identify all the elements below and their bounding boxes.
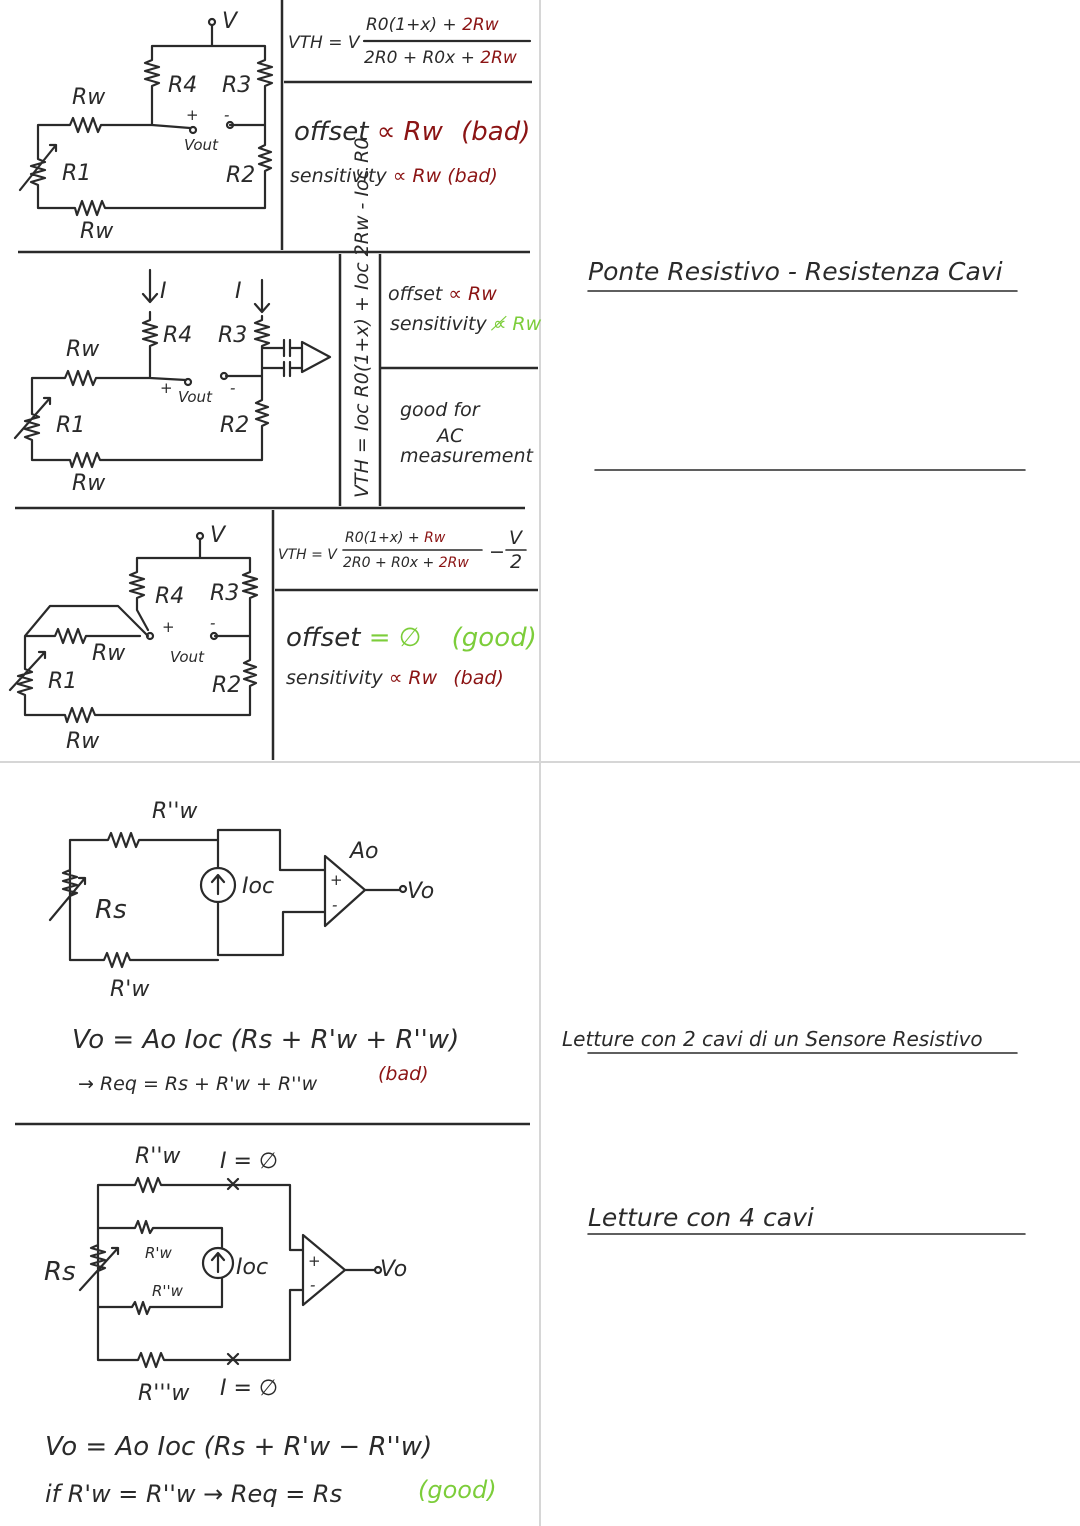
svg-text:V: V	[210, 523, 227, 548]
title-four-wire: Letture con 4 cavi	[587, 1203, 1026, 1235]
svg-text:V: V	[222, 9, 239, 34]
svg-text:Vo = Ao Ioc (Rs + R'w − R''w): Vo = Ao Ioc (Rs + R'w − R''w)	[45, 1432, 432, 1462]
svg-text:R3: R3	[210, 581, 239, 606]
svg-text:-: -	[210, 614, 215, 632]
svg-text:AC: AC	[435, 425, 464, 447]
svg-text:R1: R1	[48, 669, 77, 694]
svg-text:Ioc: Ioc	[236, 1255, 268, 1280]
svg-text:R3: R3	[218, 323, 247, 348]
section2-notes: offset ∝ Rw sensitivity ∝̸ Rw good for A…	[388, 283, 542, 467]
section1-dividers	[18, 0, 532, 254]
svg-text:Ao: Ao	[348, 839, 379, 864]
svg-text:+: +	[330, 871, 343, 889]
svg-text:+: +	[308, 1252, 321, 1270]
svg-text:2: 2	[510, 551, 522, 573]
svg-text:VTH = V: VTH = V	[278, 547, 338, 563]
svg-text:2R0 + R0x + 2Rw: 2R0 + R0x + 2Rw	[364, 48, 517, 68]
svg-text:good for: good for	[400, 399, 481, 421]
section1-formula: VTH = V R0(1+x) + 2Rw 2R0 + R0x + 2Rw	[288, 15, 532, 68]
section3-formula: VTH = V R0(1+x) + Rw 2R0 + R0x + 2Rw − V…	[278, 527, 527, 573]
svg-text:offset = ∅ (good): offset = ∅ (good)	[286, 623, 537, 653]
svg-text:I: I	[160, 279, 167, 304]
svg-text:2R0 + R0x + 2Rw: 2R0 + R0x + 2Rw	[343, 555, 469, 571]
svg-text:Ponte Resistivo - Resistenza C: Ponte Resistivo - Resistenza Cavi	[588, 257, 1003, 286]
svg-text:Vout: Vout	[178, 388, 213, 406]
svg-text:(good): (good)	[418, 1476, 497, 1504]
svg-text:Letture con 2 cavi di un Senso: Letture con 2 cavi di un Sensore Resisti…	[562, 1027, 983, 1051]
section1-notes: offset ∝ Rw (bad) sensitivity ∝ Rw (bad)	[290, 117, 530, 187]
svg-text:-: -	[310, 1276, 315, 1294]
svg-text:R'w: R'w	[145, 1244, 173, 1262]
svg-text:sensitivity ∝ Rw (bad): sensitivity ∝ Rw (bad)	[290, 165, 498, 187]
svg-text:Rw: Rw	[92, 641, 126, 666]
svg-text:R3: R3	[222, 73, 251, 98]
section2-dividers	[15, 254, 538, 510]
svg-text:VTH = Ioc R0(1+x) + Ioc 2Rw -: VTH = Ioc R0(1+x) + Ioc 2Rw - Ioc R0	[351, 138, 373, 498]
section1-circuit: V R4 R3 Rw R1 R2 Rw + - Vout	[18, 9, 274, 244]
svg-text:→ Req = Rs + R'w + R''w: → Req = Rs + R'w + R''w	[78, 1073, 318, 1095]
section4-formulas: Vo = Ao Ioc (Rs + R'w + R''w) → Req = Rs…	[15, 1025, 530, 1126]
svg-text:offset ∝ Rw (bad): offset ∝ Rw (bad)	[294, 117, 530, 147]
svg-text:I = ∅: I = ∅	[220, 1376, 278, 1401]
svg-text:Rw: Rw	[72, 471, 106, 496]
svg-text:+: +	[186, 106, 199, 124]
svg-text:Rs: Rs	[44, 1257, 76, 1287]
svg-text:offset ∝ Rw: offset ∝ Rw	[388, 283, 497, 305]
svg-text:(bad): (bad)	[378, 1063, 429, 1085]
svg-text:Rw: Rw	[72, 85, 106, 110]
section2-formula: VTH = Ioc R0(1+x) + Ioc 2Rw - Ioc R0	[351, 138, 373, 498]
svg-text:R'w: R'w	[110, 977, 150, 1002]
svg-text:Ioc: Ioc	[242, 874, 274, 899]
svg-text:R0(1+x) + 2Rw: R0(1+x) + 2Rw	[366, 15, 499, 35]
svg-text:R4: R4	[163, 323, 192, 348]
svg-text:-: -	[332, 896, 337, 914]
svg-text:sensitivity ∝ Rw (bad): sensitivity ∝ Rw (bad)	[286, 667, 504, 689]
svg-text:+: +	[160, 379, 173, 397]
svg-text:measurement: measurement	[400, 445, 535, 467]
section4-circuit: R''w R'w Rs Ioc Ao Vo + -	[48, 799, 434, 1002]
svg-text:Vo: Vo	[380, 1257, 407, 1282]
svg-text:Vout: Vout	[170, 648, 205, 666]
section3-dividers	[271, 510, 538, 760]
svg-text:I: I	[235, 279, 242, 304]
svg-text:Vo = Ao Ioc (Rs + R'w + R''w): Vo = Ao Ioc (Rs + R'w + R''w)	[72, 1025, 459, 1055]
section2-circuit: I I R4 R3 Rw R1 R2 Rw + - Vout	[13, 268, 332, 496]
section5-formulas: Vo = Ao Ioc (Rs + R'w − R''w) if R'w = R…	[45, 1432, 497, 1508]
svg-text:R2: R2	[220, 413, 249, 438]
svg-text:-: -	[224, 106, 229, 124]
title-two-wire: Letture con 2 cavi di un Sensore Resisti…	[562, 1027, 1018, 1054]
svg-text:R2: R2	[226, 163, 255, 188]
svg-text:R''w: R''w	[152, 1282, 184, 1300]
svg-text:Rw: Rw	[80, 219, 114, 244]
svg-text:-: -	[230, 379, 235, 397]
svg-text:+: +	[162, 618, 175, 636]
section3-notes: offset = ∅ (good) sensitivity ∝ Rw (bad)	[286, 623, 537, 689]
svg-text:Letture con 4 cavi: Letture con 4 cavi	[588, 1203, 814, 1232]
svg-text:R4: R4	[155, 584, 184, 609]
svg-text:R1: R1	[62, 161, 91, 186]
title-bridge: Ponte Resistivo - Resistenza Cavi	[587, 257, 1026, 471]
svg-text:if R'w = R''w → Req = Rs: if R'w = R''w → Req = Rs	[45, 1480, 342, 1508]
svg-text:V: V	[509, 527, 524, 549]
svg-text:Vo: Vo	[407, 879, 434, 904]
svg-text:Rs: Rs	[95, 895, 127, 925]
svg-text:R4: R4	[168, 73, 197, 98]
svg-text:Rw: Rw	[66, 729, 100, 754]
section3-circuit: V R4 R3 Rw R1 R2 Rw + - Vout	[8, 523, 259, 754]
svg-text:R'''w: R'''w	[138, 1381, 190, 1406]
svg-text:−: −	[489, 541, 505, 563]
svg-text:Vout: Vout	[184, 136, 219, 154]
svg-text:R''w: R''w	[135, 1144, 181, 1169]
svg-text:sensitivity ∝̸ Rw: sensitivity ∝̸ Rw	[390, 313, 542, 335]
svg-text:R''w: R''w	[152, 799, 198, 824]
section5-circuit: R''w I = ∅ R'w R''w Rs Ioc Vo + - R'''w …	[44, 1144, 407, 1406]
svg-text:VTH = V: VTH = V	[288, 33, 361, 53]
svg-text:R0(1+x) + Rw: R0(1+x) + Rw	[345, 530, 446, 546]
svg-text:R2: R2	[212, 673, 241, 698]
svg-text:I = ∅: I = ∅	[220, 1149, 278, 1174]
svg-text:Rw: Rw	[66, 337, 100, 362]
svg-text:R1: R1	[56, 413, 85, 438]
